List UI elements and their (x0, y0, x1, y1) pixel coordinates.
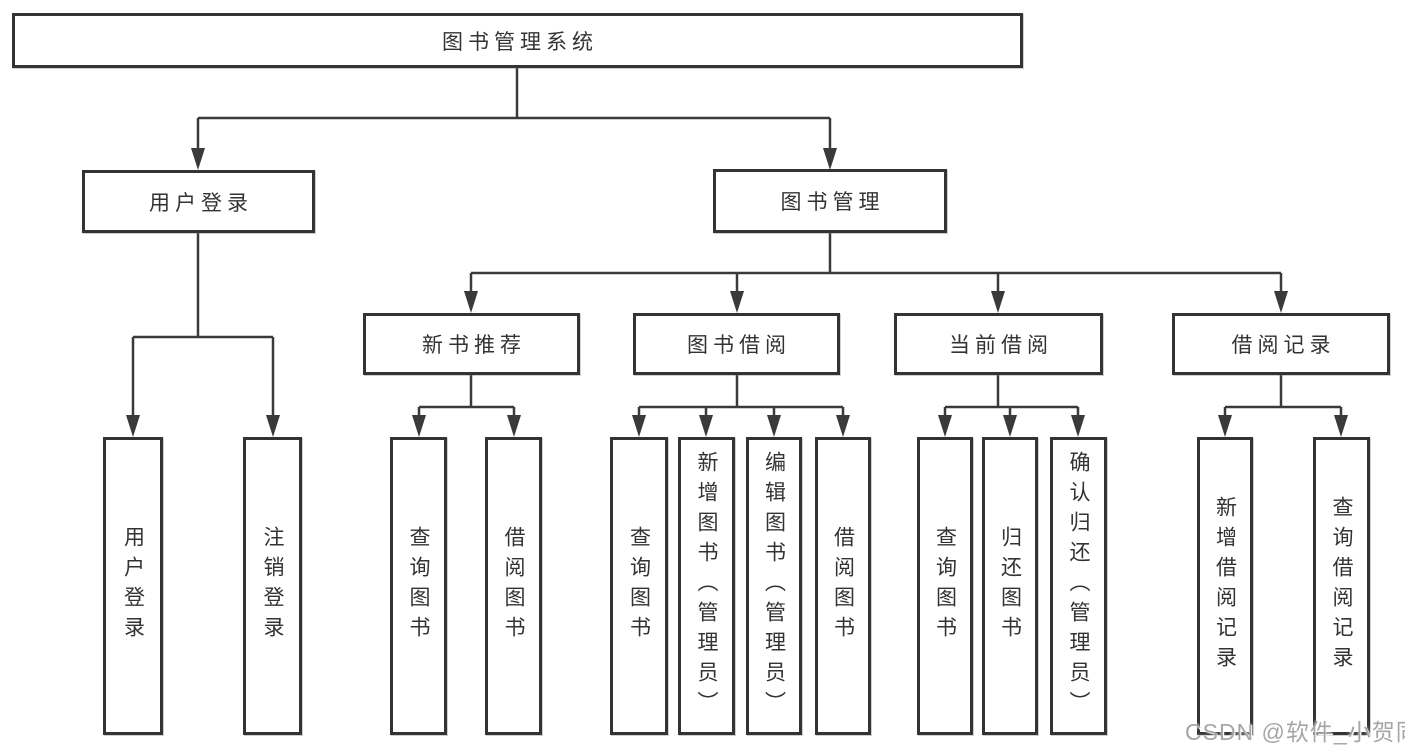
leaf-return-books: 归还图书 (982, 437, 1038, 735)
node-label: 图书管理系统 (442, 30, 598, 54)
leaf-query-books-borrowing: 查询图书 (610, 437, 668, 735)
node-label: 注销登录 (261, 526, 284, 646)
node-label: 查询借阅记录 (1330, 496, 1353, 676)
leaf-edit-books-admin: 编辑图书（管理员） (746, 437, 802, 735)
node-new-book-recommendation: 新书推荐 (363, 313, 580, 375)
node-book-management-branch: 图书管理 (713, 169, 947, 233)
node-borrowing-records: 借阅记录 (1172, 313, 1390, 375)
leaf-query-books-recommend: 查询图书 (390, 437, 447, 735)
node-label: 借阅图书 (831, 526, 855, 646)
node-library-management-system: 图书管理系统 (12, 13, 1023, 68)
node-label: 查询图书 (627, 526, 651, 646)
node-label: 归还图书 (998, 526, 1022, 646)
leaf-query-books-current: 查询图书 (917, 437, 973, 735)
csdn-watermark: CSDN @软件_小贺同学 (1185, 719, 1405, 745)
node-label: 新增借阅记录 (1213, 496, 1237, 676)
node-label: 用户登录 (121, 526, 145, 646)
node-label: 新增图书（管理员） (695, 451, 718, 721)
node-label: 查询图书 (407, 526, 430, 646)
leaf-borrow-books-borrowing: 借阅图书 (815, 437, 871, 735)
node-label: 用户登录 (149, 191, 253, 215)
node-label: 图书借阅 (687, 334, 791, 357)
node-label: 图书管理 (780, 191, 885, 214)
leaf-add-books-admin: 新增图书（管理员） (678, 437, 735, 735)
node-label: 编辑图书（管理员） (762, 451, 786, 721)
leaf-add-borrow-record: 新增借阅记录 (1197, 437, 1253, 735)
node-label: 确认归还（管理员） (1067, 451, 1090, 721)
node-label: 查询图书 (933, 526, 957, 646)
node-current-borrowing: 当前借阅 (894, 313, 1103, 375)
node-user-login-branch: 用户登录 (82, 170, 315, 233)
node-label: 借阅图书 (502, 526, 525, 646)
node-label: 借阅记录 (1231, 334, 1336, 357)
leaf-confirm-return-admin: 确认归还（管理员） (1050, 437, 1107, 735)
node-book-borrowing: 图书借阅 (633, 313, 840, 375)
leaf-user-login: 用户登录 (103, 437, 163, 735)
leaf-borrow-books-recommend: 借阅图书 (485, 437, 542, 735)
leaf-query-borrow-record: 查询借阅记录 (1313, 437, 1370, 735)
leaf-logout: 注销登录 (243, 437, 302, 735)
node-label: 当前借阅 (949, 334, 1053, 357)
node-label: 新书推荐 (422, 334, 526, 357)
